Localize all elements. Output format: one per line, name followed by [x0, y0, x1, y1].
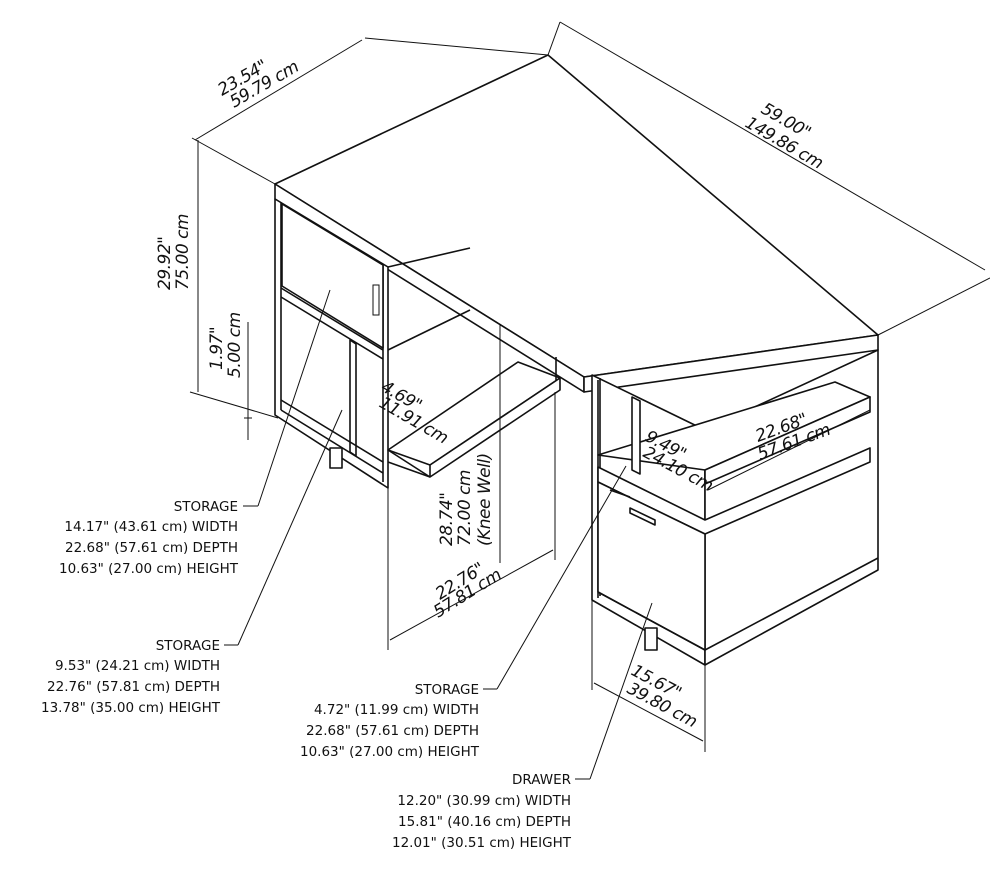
callout-drawer: DRAWER 12.20" (30.99 cm) WIDTH 15.81" (4…	[392, 772, 572, 851]
left-foot	[329, 447, 343, 469]
callout-leaders	[224, 289, 653, 780]
dimension-lines	[189, 21, 990, 752]
callout-storage-3: STORAGE 4.72" (11.99 cm) WIDTH 22.68" (5…	[300, 682, 480, 760]
middle-shelf-edge	[429, 377, 561, 478]
knee-cm-label: 72.00 cm	[455, 470, 475, 546]
callout-width: 12.20" (30.99 cm) WIDTH	[397, 793, 571, 809]
drawer-handle	[629, 507, 656, 526]
callout-title: DRAWER	[512, 772, 571, 788]
callout-depth: 15.81" (40.16 cm) DEPTH	[398, 814, 571, 830]
callout-title: STORAGE	[415, 682, 479, 698]
desk-outline	[274, 54, 879, 666]
callout-storage-2: STORAGE 9.53" (24.21 cm) WIDTH 22.76" (5…	[41, 638, 221, 716]
left-cabinet-door	[281, 203, 384, 349]
knee-in-label: 28.74"	[437, 493, 457, 547]
callout-depth: 22.68" (57.61 cm) DEPTH	[65, 540, 238, 556]
callout-title: STORAGE	[174, 499, 238, 515]
knee-note-label: (Knee Well)	[475, 453, 495, 546]
callout-width: 14.17" (43.61 cm) WIDTH	[64, 519, 238, 535]
height-cm-label: 75.00 cm	[173, 214, 193, 290]
door-handle	[372, 284, 380, 316]
callout-height: 12.01" (30.51 cm) HEIGHT	[392, 835, 572, 851]
callout-height: 10.63" (27.00 cm) HEIGHT	[59, 561, 239, 577]
callout-title: STORAGE	[156, 638, 220, 654]
callout-height: 10.63" (27.00 cm) HEIGHT	[300, 744, 480, 760]
right-shelf-edge	[704, 396, 871, 485]
right-foot	[644, 627, 658, 651]
callout-width: 9.53" (24.21 cm) WIDTH	[55, 658, 220, 674]
callout-width: 4.72" (11.99 cm) WIDTH	[314, 702, 479, 718]
callout-height: 13.78" (35.00 cm) HEIGHT	[41, 700, 221, 716]
base-cm-label: 5.00 cm	[225, 312, 245, 378]
callout-depth: 22.68" (57.61 cm) DEPTH	[306, 723, 479, 739]
left-cubby-divider	[349, 339, 357, 457]
base-in-label: 1.97"	[207, 327, 227, 370]
height-in-label: 29.92"	[155, 237, 175, 291]
callout-depth: 22.76" (57.81 cm) DEPTH	[47, 679, 220, 695]
right-cubby-divider	[631, 396, 641, 475]
callout-storage-1: STORAGE 14.17" (43.61 cm) WIDTH 22.68" (…	[59, 499, 239, 577]
